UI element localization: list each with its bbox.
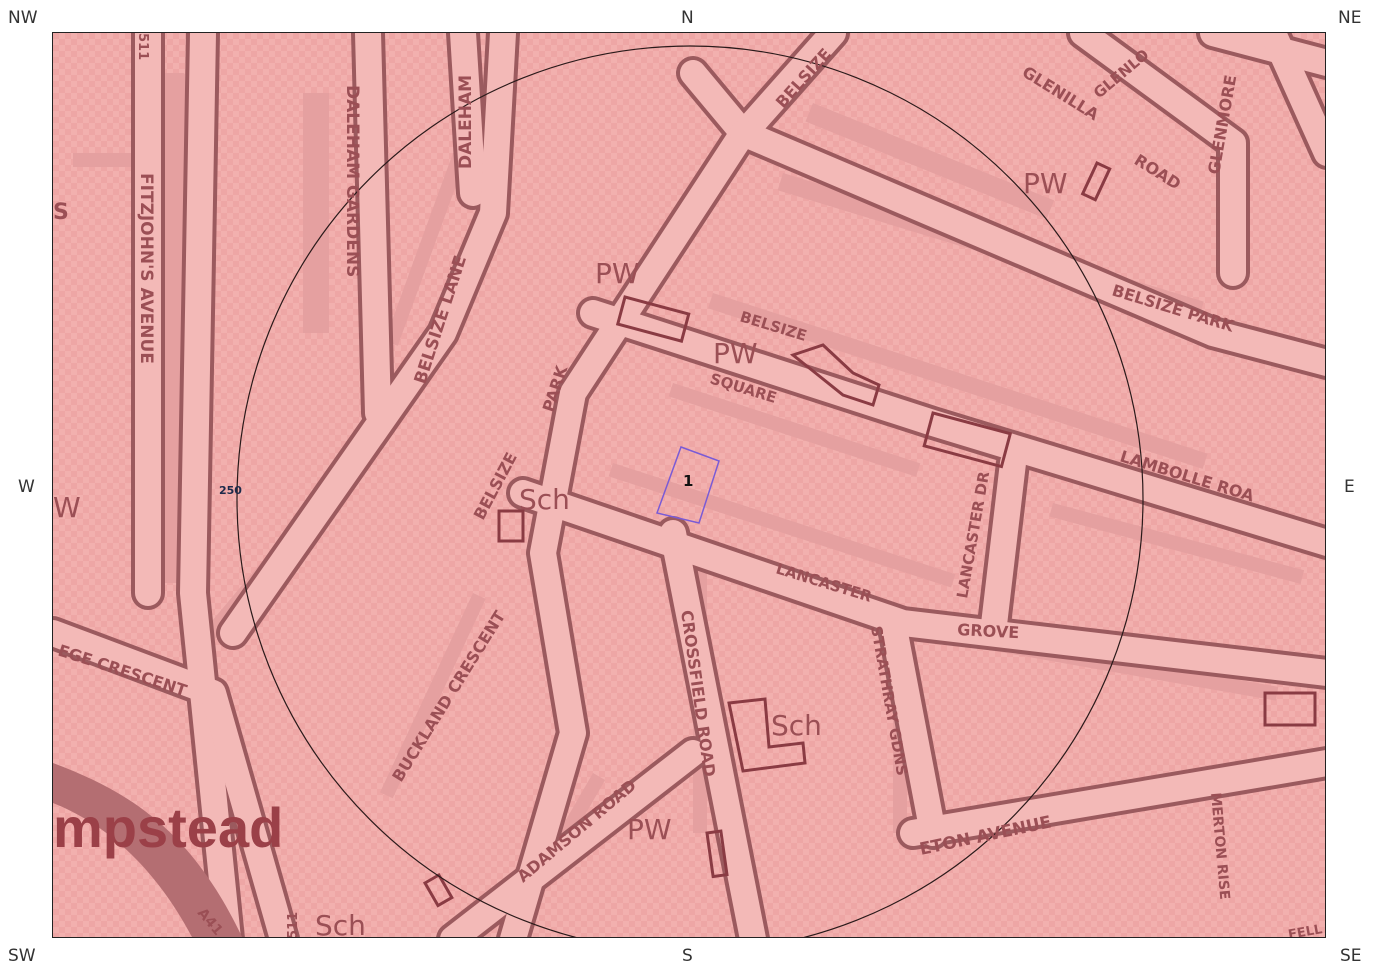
place-of-worship-5: W (53, 491, 81, 524)
compass-e: E (1344, 477, 1355, 497)
site-polygon[interactable] (656, 446, 720, 524)
place-of-worship-4: PW (627, 813, 672, 846)
compass-w: W (18, 477, 35, 497)
school-2: Sch (771, 709, 822, 742)
compass-ne: NE (1338, 8, 1362, 28)
road-fills (53, 33, 1325, 937)
label-fitzjohns-avenue: FITZJOHN'S AVENUE (136, 173, 156, 364)
label-daleham: DALEHAM (456, 75, 476, 169)
label-daleham-gardens: DALEHAM GARDENS (342, 85, 362, 277)
place-of-worship-2: PW (713, 337, 758, 370)
place-of-worship-1: PW (595, 257, 640, 290)
place-of-worship-3: PW (1023, 167, 1068, 200)
map-symbols: PW PW PW PW W Sch Sch Sch (53, 167, 1068, 938)
search-radius-circle (236, 45, 1144, 937)
school-3: Sch (315, 909, 366, 938)
compass-n: N (681, 8, 694, 28)
label-511-bottom: 511 (286, 912, 301, 938)
school-1: Sch (519, 483, 570, 516)
site-marker-label[interactable]: 1 (683, 472, 693, 490)
elevation-label: 250 (219, 484, 242, 497)
compass-nw: NW (8, 8, 38, 28)
place-name-label: mpstead (53, 796, 283, 859)
outlined-buildings (422, 161, 1317, 908)
compass-sw: SW (8, 946, 36, 966)
label-s-edge: S (53, 200, 69, 225)
compass-se: SE (1340, 946, 1362, 966)
compass-s: S (682, 946, 693, 966)
map-canvas[interactable]: 1 250 mpstead FITZJOHN'S AVENUE DALEHAM … (53, 33, 1326, 938)
label-fell: FELL (1287, 922, 1323, 938)
river-band (53, 763, 243, 937)
label-511-top: 511 (135, 33, 150, 60)
label-grove: GROVE (957, 620, 1020, 642)
map-viewport[interactable]: 1 250 mpstead FITZJOHN'S AVENUE DALEHAM … (52, 32, 1326, 938)
